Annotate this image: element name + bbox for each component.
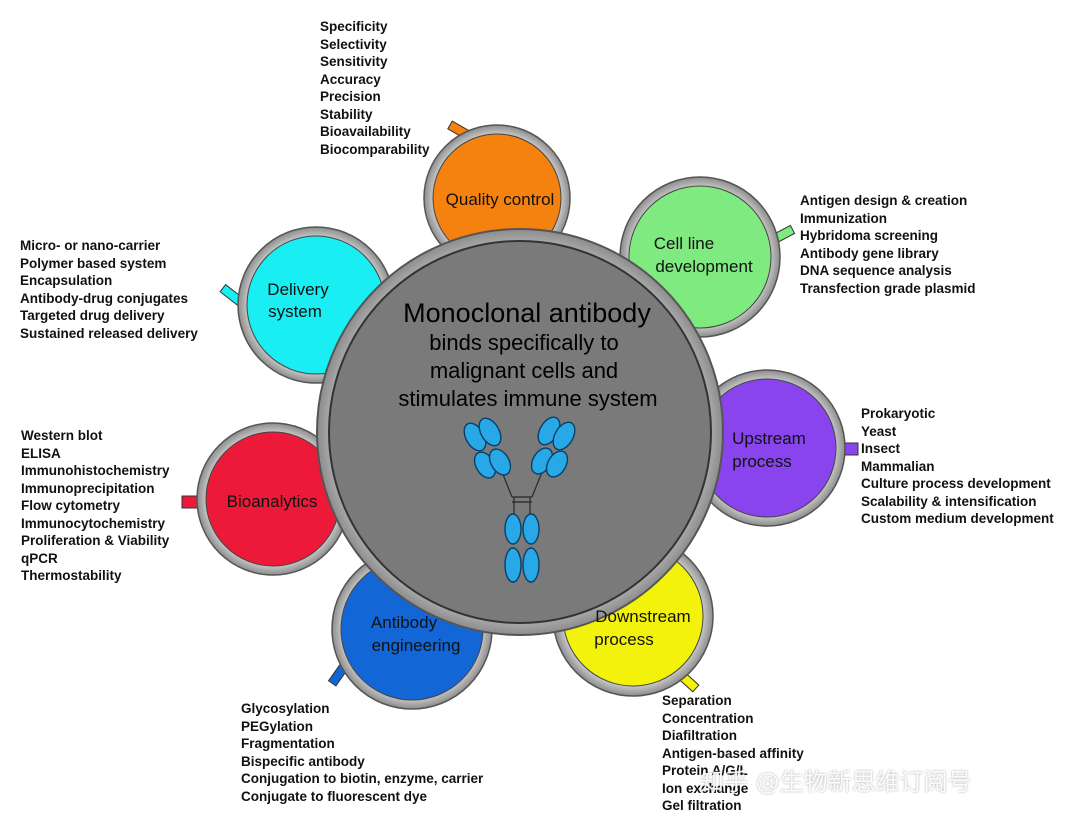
- list-item: Immunoprecipitation: [21, 480, 155, 496]
- list-item: Transfection grade plasmid: [800, 280, 976, 296]
- bioanalytics-label: Bioanalytics: [227, 492, 318, 511]
- list-item: Specificity: [320, 19, 388, 34]
- list-item: Hybridoma screening: [800, 228, 939, 243]
- cellline-items: Antigen design & creation Immunization H…: [800, 192, 976, 297]
- list-item: Yeast: [861, 423, 897, 439]
- list-item: Micro- or nano-carrier: [20, 238, 161, 253]
- list-item: Antibody gene library: [800, 245, 939, 261]
- center-subtitle-line-3: stimulates immune system: [398, 386, 657, 411]
- list-item: Selectivity: [320, 36, 387, 52]
- list-item: Thermostability: [21, 568, 122, 583]
- list-item: Fragmentation: [241, 736, 335, 751]
- list-item: PEGylation: [241, 718, 314, 734]
- list-item: Insect: [861, 441, 901, 456]
- central-circle: [316, 228, 724, 636]
- list-item: qPCR: [21, 550, 58, 566]
- engineering-label-line-1: Antibody: [371, 613, 438, 632]
- list-item: Gel filtration: [662, 798, 742, 813]
- center-title: Monoclonal antibody: [403, 298, 651, 328]
- list-item: ELISA: [21, 445, 61, 461]
- quality-items: Specificity Selectivity Sensitivity Accu…: [320, 18, 430, 158]
- list-item: Scalability & intensification: [861, 493, 1037, 509]
- list-item: Proliferation & Viability: [21, 533, 170, 548]
- list-item: Concentration: [662, 710, 754, 726]
- downstream-label-line-1: Downstream: [595, 607, 690, 626]
- list-item: Flow cytometry: [21, 498, 121, 513]
- list-item: Diafiltration: [662, 728, 738, 743]
- upstream-label-line-2: process: [732, 452, 792, 471]
- quality-label: Quality control: [446, 190, 555, 209]
- list-item: Antigen-based affinity: [662, 745, 804, 761]
- engineering-items: Glycosylation PEGylation Fragmentation B…: [241, 700, 483, 805]
- list-item: Encapsulation: [20, 273, 113, 288]
- list-item: Custom medium development: [861, 511, 1054, 526]
- list-item: Biocomparability: [320, 141, 430, 157]
- list-item: Precision: [320, 89, 381, 104]
- list-item: Immunohistochemistry: [21, 463, 170, 478]
- list-item: Antibody-drug conjugates: [20, 290, 188, 306]
- cellline-label-line-2: development: [655, 257, 753, 276]
- list-item: Conjugation to biotin, enzyme, carrier: [241, 771, 484, 786]
- list-item: DNA sequence analysis: [800, 263, 952, 278]
- center-subtitle-line-1: binds specifically to: [429, 330, 619, 355]
- list-item: Antigen design & creation: [800, 193, 968, 208]
- list-item: Immunization: [800, 210, 887, 226]
- delivery-label-line-2: system: [268, 302, 322, 321]
- list-item: Immunocytochemistry: [21, 515, 166, 531]
- delivery-items: Micro- or nano-carrier Polymer based sys…: [20, 237, 198, 342]
- list-item: Culture process development: [861, 476, 1051, 491]
- downstream-label-line-2: process: [594, 630, 654, 649]
- list-item: Sustained released delivery: [20, 325, 198, 341]
- node-bioanalytics: [196, 422, 350, 576]
- node-upstream-process: [688, 369, 846, 527]
- upstream-items: Prokaryotic Yeast Insect Mammalian Cultu…: [861, 405, 1054, 528]
- bioanalytics-items: Western blot ELISA Immunohistochemistry …: [21, 427, 170, 585]
- list-item: Sensitivity: [320, 54, 388, 69]
- list-item: Protein A/G/L: [662, 763, 748, 778]
- list-item: Bioavailability: [320, 124, 411, 139]
- upstream-label-line-1: Upstream: [732, 429, 806, 448]
- watermark: 知乎 @生物新思维订阅号: [700, 768, 972, 796]
- list-item: Accuracy: [320, 71, 381, 87]
- list-item: Western blot: [21, 428, 103, 443]
- list-item: Polymer based system: [20, 255, 167, 271]
- list-item: Prokaryotic: [861, 406, 936, 421]
- downstream-items: Separation Concentration Diafiltration A…: [662, 692, 804, 815]
- center-subtitle-line-2: malignant cells and: [430, 358, 618, 383]
- list-item: Separation: [662, 693, 732, 708]
- antibody-icon: [463, 416, 576, 583]
- list-item: Conjugate to fluorescent dye: [241, 788, 428, 804]
- list-item: Bispecific antibody: [241, 753, 365, 769]
- list-item: Targeted drug delivery: [20, 308, 165, 323]
- list-item: Glycosylation: [241, 701, 330, 716]
- list-item: Ion exchange: [662, 780, 749, 796]
- cellline-label-line-1: Cell line: [654, 234, 714, 253]
- list-item: Mammalian: [861, 458, 935, 474]
- delivery-label-line-1: Delivery: [267, 280, 329, 299]
- engineering-label-line-2: engineering: [372, 636, 461, 655]
- list-item: Stability: [320, 106, 373, 122]
